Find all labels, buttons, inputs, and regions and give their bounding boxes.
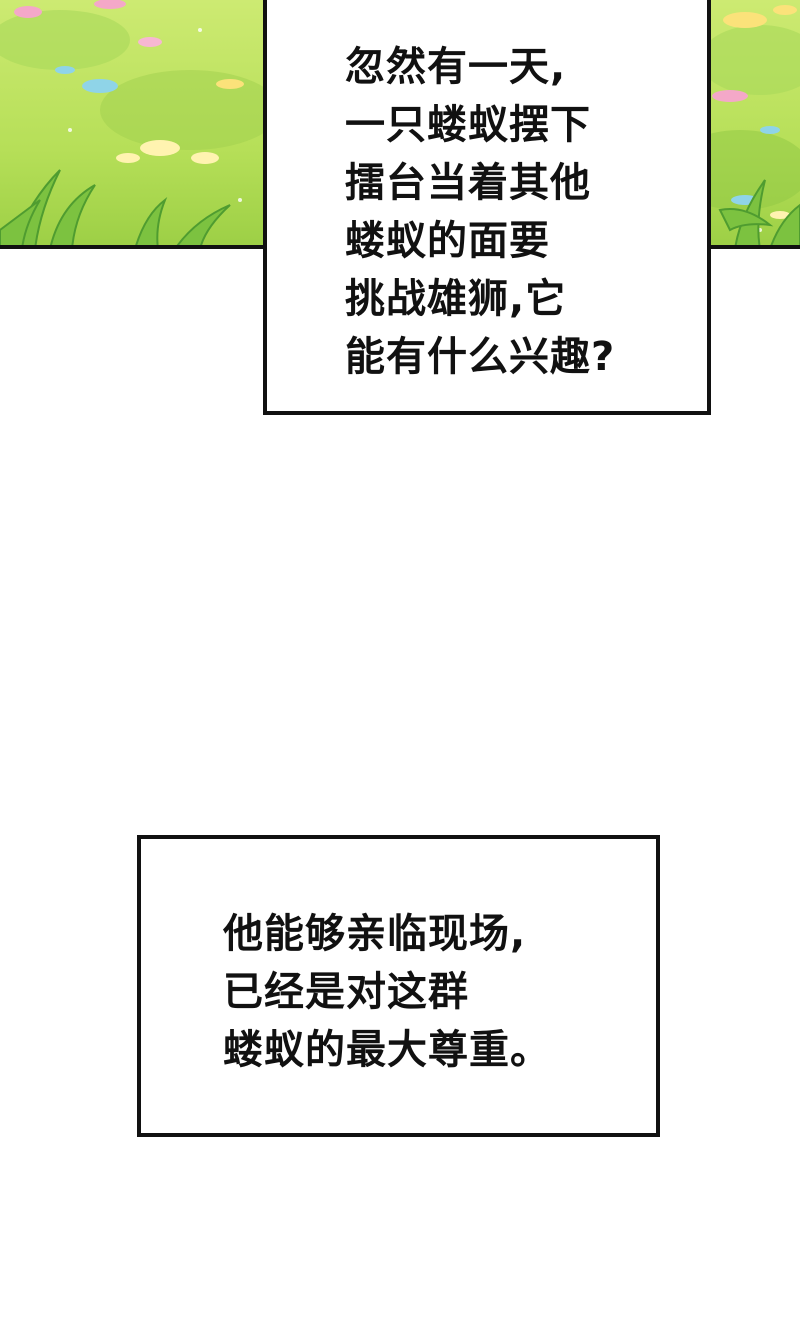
caption-text-bottom: 他能够亲临现场, 已经是对这群 蝼蚁的最大尊重。 bbox=[223, 905, 551, 1079]
caption-line: 挑战雄狮,它 bbox=[345, 276, 567, 322]
caption-line: 他能够亲临现场, bbox=[223, 911, 527, 957]
caption-line: 蝼蚁的最大尊重。 bbox=[223, 1027, 551, 1073]
caption-box-top: 忽然有一天, 一只蝼蚁摆下 擂台当着其他 蝼蚁的面要 挑战雄狮,它 能有什么兴趣… bbox=[263, 0, 711, 415]
caption-line: 一只蝼蚁摆下 bbox=[345, 102, 591, 148]
caption-line: 已经是对这群 bbox=[223, 969, 469, 1015]
caption-box-bottom: 他能够亲临现场, 已经是对这群 蝼蚁的最大尊重。 bbox=[137, 835, 660, 1137]
caption-text-top: 忽然有一天, 一只蝼蚁摆下 擂台当着其他 蝼蚁的面要 挑战雄狮,它 能有什么兴趣… bbox=[345, 38, 615, 386]
caption-line: 忽然有一天, bbox=[345, 44, 567, 90]
caption-line: 擂台当着其他 bbox=[345, 160, 591, 206]
caption-line: 蝼蚁的面要 bbox=[345, 218, 550, 264]
caption-line: 能有什么兴趣? bbox=[345, 334, 616, 380]
